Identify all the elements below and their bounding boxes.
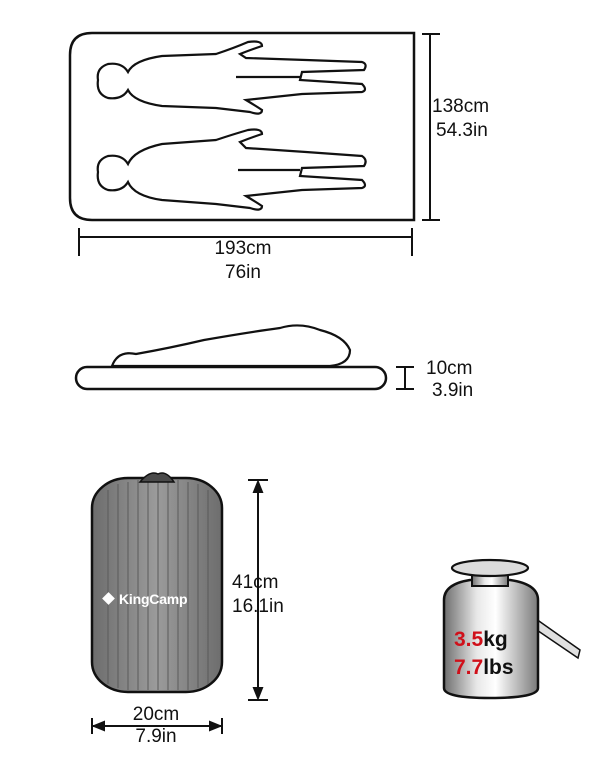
logo-diamond-icon — [102, 592, 115, 605]
brand-name: KingCamp — [119, 591, 188, 607]
length-dimension-line — [78, 228, 413, 256]
thickness-imperial-label: 3.9in — [432, 380, 474, 401]
mat-side-view — [74, 324, 388, 391]
weight-metric-unit: kg — [483, 628, 508, 651]
weight-metric-label: 3.5kg — [454, 628, 508, 652]
bag-height-metric-label: 41cm — [232, 572, 279, 593]
person-silhouette-upper — [96, 40, 367, 115]
bag-height-imperial-label: 16.1in — [232, 596, 284, 617]
width-dimension-line — [422, 33, 440, 221]
width-metric-label: 138cm — [432, 96, 490, 117]
mat-top-view — [68, 31, 416, 222]
length-imperial-label: 76in — [225, 262, 261, 283]
weight-can-icon — [442, 558, 581, 700]
person-side-silhouette — [110, 324, 352, 368]
weight-imperial-unit: lbs — [483, 656, 514, 679]
length-metric-label: 193cm — [214, 238, 272, 259]
person-silhouette-lower — [96, 128, 367, 211]
weight-metric-value: 3.5 — [454, 628, 484, 651]
kingcamp-logo: KingCamp — [102, 591, 188, 607]
bag-diameter-dimension-line — [91, 718, 223, 734]
bag-diameter-imperial-label: 7.9in — [135, 726, 177, 747]
bag-height-dimension-line — [248, 479, 268, 701]
weight-imperial-value: 7.7 — [454, 656, 484, 679]
weight-imperial-label: 7.7lbs — [454, 656, 514, 680]
thickness-metric-label: 10cm — [426, 358, 473, 379]
packed-bag — [90, 472, 224, 694]
bag-diameter-metric-label: 20cm — [132, 704, 180, 725]
thickness-dimension-line — [396, 366, 414, 390]
width-imperial-label: 54.3in — [436, 120, 488, 141]
